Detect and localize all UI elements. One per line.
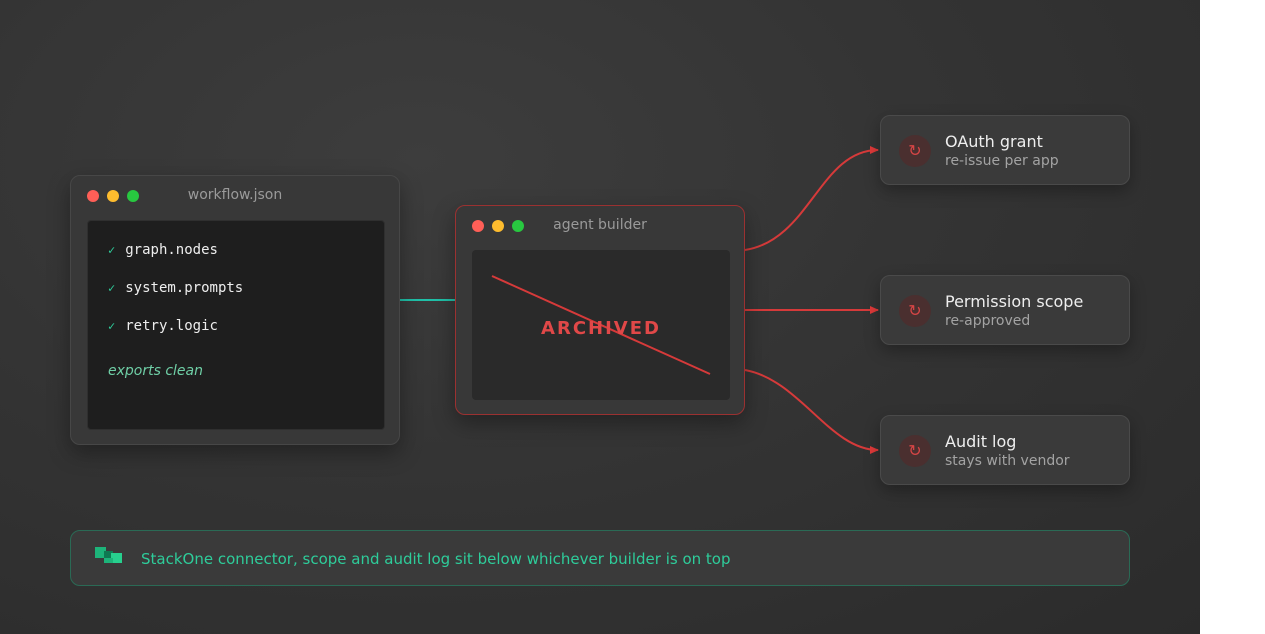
card-audit-log: ↻ Audit log stays with vendor: [880, 415, 1130, 485]
agent-window-title: agent builder: [553, 217, 647, 233]
card-subtitle: re-approved: [945, 313, 1031, 329]
stackone-logo-icon: [95, 547, 122, 563]
workflow-window-title: workflow.json: [187, 187, 283, 203]
refresh-icon: ↻: [899, 135, 931, 167]
minimize-dot-icon[interactable]: [492, 220, 504, 232]
code-line-text: retry.logic: [125, 318, 218, 334]
workflow-note: exports clean: [108, 363, 203, 379]
minimize-dot-icon[interactable]: [107, 190, 119, 202]
card-subtitle: re-issue per app: [945, 153, 1059, 169]
footer-banner: StackOne connector, scope and audit log …: [70, 530, 1130, 586]
code-line: ✓ retry.logic: [108, 318, 218, 334]
card-title: Audit log: [945, 432, 1017, 451]
agent-titlebar: agent builder: [456, 206, 744, 244]
connector-agent-to-audit: [744, 369, 879, 454]
check-icon: ✓: [108, 281, 116, 295]
strike-through-line: [491, 275, 711, 375]
close-dot-icon[interactable]: [87, 190, 99, 202]
archived-stamp: ARCHIVED: [541, 318, 661, 339]
workflow-titlebar: workflow.json: [71, 176, 399, 214]
card-oauth-grant: ↻ OAuth grant re-issue per app: [880, 115, 1130, 185]
close-dot-icon[interactable]: [472, 220, 484, 232]
check-icon: ✓: [108, 243, 116, 257]
code-line: ✓ system.prompts: [108, 280, 243, 296]
maximize-dot-icon[interactable]: [512, 220, 524, 232]
card-title: Permission scope: [945, 292, 1084, 311]
workflow-window: workflow.json ✓ graph.nodes ✓ system.promp…: [70, 175, 400, 445]
maximize-dot-icon[interactable]: [127, 190, 139, 202]
refresh-icon: ↻: [899, 435, 931, 467]
refresh-icon: ↻: [899, 295, 931, 327]
agent-builder-window: agent builder ARCHIVED: [455, 205, 745, 415]
card-title: OAuth grant: [945, 132, 1043, 151]
card-subtitle: stays with vendor: [945, 453, 1070, 469]
code-line-text: graph.nodes: [125, 242, 218, 258]
diagram-canvas: workflow.json ✓ graph.nodes ✓ system.promp…: [0, 0, 1200, 634]
agent-preview-pane: ARCHIVED: [472, 250, 730, 400]
footer-text: StackOne connector, scope and audit log …: [141, 550, 731, 568]
card-permission-scope: ↻ Permission scope re-approved: [880, 275, 1130, 345]
connector-agent-to-oauth: [744, 146, 879, 251]
check-icon: ✓: [108, 319, 116, 333]
workflow-code-pane: ✓ graph.nodes ✓ system.prompts ✓ retry.logi…: [87, 220, 385, 430]
connector-lines: [400, 146, 879, 454]
code-line: ✓ graph.nodes: [108, 242, 218, 258]
code-line-text: system.prompts: [125, 280, 244, 296]
